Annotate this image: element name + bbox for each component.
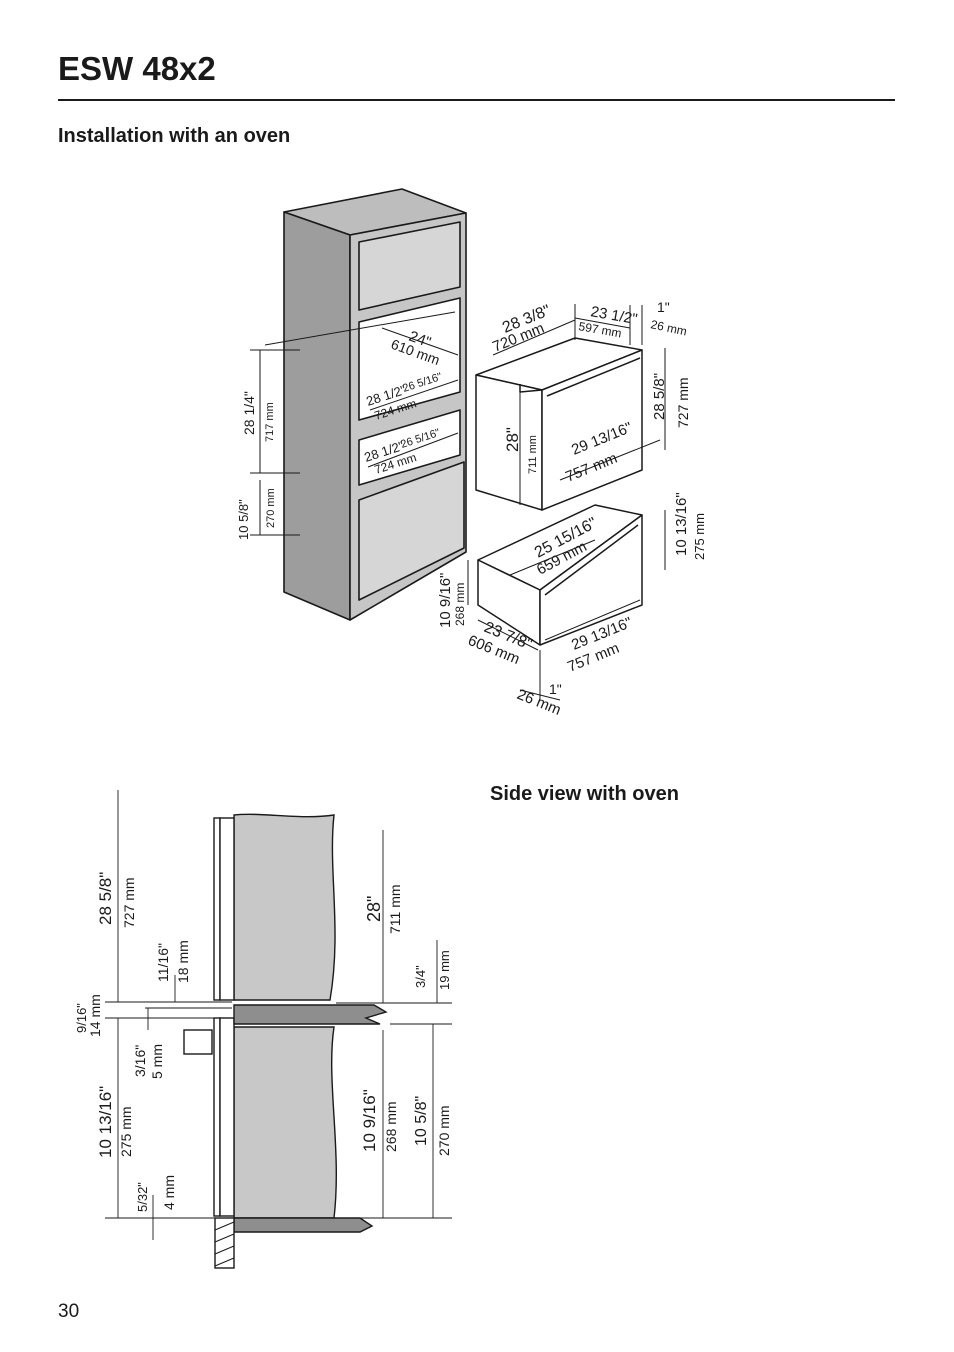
dim-270-mm: 270 mm: [436, 1105, 452, 1156]
dim-ov-h-mm: 727 mm: [675, 377, 691, 428]
oven-dimensions: [492, 304, 666, 505]
dim-28: 28": [364, 896, 384, 922]
page-number: 30: [58, 1301, 80, 1322]
dim-11-16: 11/16": [155, 943, 171, 982]
dim-ov-ih: 28": [503, 427, 522, 452]
dim-14-mm: 14 mm: [87, 994, 103, 1037]
plinth-hatch: [214, 1221, 235, 1267]
drawer-unit-drawing: [477, 504, 643, 646]
dim-ov-f: 1": [657, 299, 670, 315]
dim-727-mm: 727 mm: [121, 877, 137, 928]
dim-3-16: 3/16": [132, 1045, 148, 1077]
drawer-handle: [183, 1029, 213, 1055]
dim-10-5-8: 10 5/8": [413, 1096, 430, 1146]
dim-ov-ih-mm: 711 mm: [527, 435, 539, 474]
dim-19-mm: 19 mm: [437, 950, 452, 990]
cabinet-dimensions: [250, 311, 459, 536]
bottom-panel: [358, 461, 465, 601]
drawer-front-panel: [213, 1017, 221, 1217]
side-view-dimensions: [105, 790, 452, 1240]
oven-front: [541, 349, 643, 511]
dim-5-32: 5/32": [135, 1182, 150, 1212]
drawer-body: [233, 1026, 338, 1219]
floor-board: [233, 1217, 374, 1233]
drawer-niche: [358, 409, 461, 486]
top-panel: [358, 221, 461, 311]
dim-268-mm: 268 mm: [383, 1101, 399, 1152]
oven-front-panel: [213, 817, 221, 1001]
side-view-drawing: [183, 813, 388, 1269]
side-view-labels: 28 5/8" 727 mm 11/16" 18 mm 9/16" 14 mm …: [74, 872, 452, 1212]
dim-717-mm: 717 mm: [264, 402, 276, 442]
dim-24: 24": [407, 328, 434, 352]
oven-body: [233, 813, 336, 1001]
dim-dr-h: 10 13/16": [673, 492, 690, 556]
dim-9-16: 9/16": [74, 1003, 89, 1033]
dim-28-5-8: 28 5/8": [96, 872, 115, 925]
drawer-front: [539, 514, 643, 646]
dim-5-mm: 5 mm: [149, 1044, 165, 1079]
dim-ov-h: 28 5/8": [651, 373, 668, 420]
dim-3-4: 3/4": [413, 965, 428, 988]
dim-ov-f-mm: 26 mm: [649, 317, 688, 338]
drawer-dimensions: [467, 510, 666, 701]
dim-18-mm: 18 mm: [175, 940, 191, 983]
dim-10-9-16: 10 9/16": [360, 1089, 379, 1152]
dim-dr-ih: 10 9/16": [437, 573, 454, 628]
page-title: ESW 48x2: [58, 50, 216, 87]
dim-270-mm-iso: 270 mm: [265, 488, 277, 528]
oven-unit-drawing: [475, 337, 643, 511]
dim-28-1-4: 28 1/4": [241, 391, 257, 435]
cabinet-side: [283, 211, 351, 621]
dim-275-mm: 275 mm: [118, 1106, 134, 1157]
dim-4-mm: 4 mm: [161, 1175, 177, 1210]
dim-711-mm: 711 mm: [387, 884, 403, 934]
dim-dr-f: 1": [549, 681, 562, 697]
dim-dr-h-mm: 275 mm: [692, 513, 707, 560]
dim-dr-ih-mm: 268 mm: [453, 583, 467, 626]
shelf-board: [233, 1004, 388, 1025]
side-view-heading: Side view with oven: [490, 783, 679, 805]
title-divider: [58, 99, 895, 101]
installation-heading: Installation with an oven: [58, 125, 291, 147]
dim-10-13-16: 10 13/16": [96, 1086, 115, 1158]
dim-10-5-8-iso: 10 5/8": [236, 499, 251, 540]
